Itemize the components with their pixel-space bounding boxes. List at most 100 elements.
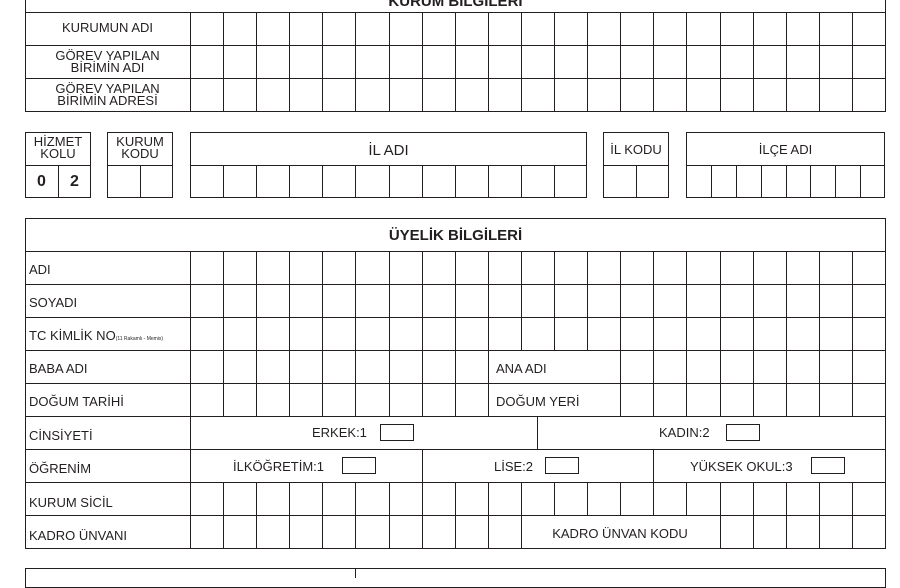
cell-divider bbox=[322, 515, 324, 549]
cell-divider bbox=[322, 350, 324, 383]
cell-divider bbox=[223, 165, 225, 198]
cell-divider bbox=[554, 482, 556, 515]
lise-label: LİSE:2 bbox=[494, 459, 534, 474]
cell-divider bbox=[785, 251, 787, 284]
cell-divider bbox=[520, 251, 522, 284]
cell-divider bbox=[785, 383, 787, 416]
cell-divider bbox=[256, 482, 258, 515]
cell-divider bbox=[454, 317, 456, 350]
divider bbox=[636, 165, 637, 198]
cell-divider bbox=[223, 12, 225, 111]
kadin-label: KADIN:2 bbox=[659, 425, 710, 440]
cell-divider bbox=[653, 251, 655, 284]
cell-divider bbox=[752, 515, 754, 549]
cell-divider bbox=[487, 12, 489, 111]
cell-divider bbox=[653, 317, 655, 350]
cell-divider bbox=[851, 482, 853, 515]
cell-divider bbox=[487, 482, 489, 515]
cell-divider bbox=[620, 284, 622, 317]
cell-divider bbox=[818, 12, 820, 111]
cell-divider bbox=[752, 12, 754, 111]
kurum-section bbox=[25, 0, 886, 112]
divider bbox=[355, 568, 356, 578]
cell-divider bbox=[752, 284, 754, 317]
cell-divider bbox=[256, 350, 258, 383]
divider bbox=[140, 165, 141, 198]
tc-note: (11 Rakamlı - Memis) bbox=[115, 336, 164, 342]
cell-divider bbox=[454, 284, 456, 317]
tc-label-text: TC KİMLİK NO bbox=[29, 328, 116, 343]
cell-divider bbox=[223, 284, 225, 317]
cell-divider bbox=[719, 251, 721, 284]
cell-divider bbox=[223, 317, 225, 350]
cell-divider bbox=[388, 515, 390, 549]
tc-label: TC KİMLİK NO(11 Rakamlı - Memis) bbox=[29, 329, 163, 342]
cell-divider bbox=[520, 284, 522, 317]
cell-divider bbox=[818, 350, 820, 383]
cell-divider bbox=[421, 12, 423, 111]
il-kodu-label: İL KODU bbox=[610, 142, 662, 157]
cell-divider bbox=[719, 383, 721, 416]
cell-divider bbox=[322, 482, 324, 515]
cell-divider bbox=[322, 317, 324, 350]
cell-divider bbox=[355, 12, 357, 111]
cell-divider bbox=[653, 482, 655, 515]
birim-adresi-label: GÖREV YAPILAN BİRİMİN ADRESİ bbox=[55, 81, 160, 108]
ilkogretim-label: İLKÖĞRETİM:1 bbox=[233, 459, 325, 474]
cell-divider bbox=[851, 350, 853, 383]
cell-divider bbox=[620, 383, 622, 416]
cell-divider bbox=[388, 284, 390, 317]
cell-divider bbox=[620, 482, 622, 515]
lise-checkbox bbox=[545, 457, 579, 474]
cell-divider bbox=[454, 482, 456, 515]
cell-divider bbox=[719, 515, 721, 549]
cell-divider bbox=[256, 251, 258, 284]
cell-divider bbox=[719, 350, 721, 383]
cell-divider bbox=[735, 165, 737, 198]
cell-divider bbox=[289, 482, 291, 515]
cell-divider bbox=[653, 12, 655, 111]
cell-divider bbox=[421, 251, 423, 284]
cell-divider bbox=[421, 284, 423, 317]
cell-divider bbox=[487, 284, 489, 317]
cell-divider bbox=[289, 251, 291, 284]
cell-divider bbox=[355, 317, 357, 350]
erkek-checkbox bbox=[380, 424, 414, 441]
cell-divider bbox=[785, 12, 787, 111]
next-section bbox=[25, 568, 886, 588]
cell-divider bbox=[454, 350, 456, 383]
cell-divider bbox=[388, 383, 390, 416]
kadin-checkbox bbox=[726, 424, 760, 441]
cell-divider bbox=[752, 383, 754, 416]
cell-divider bbox=[520, 482, 522, 515]
il-adi-label: İL ADI bbox=[368, 142, 409, 159]
erkek-label: ERKEK:1 bbox=[312, 425, 367, 440]
cell-divider bbox=[554, 251, 556, 284]
cell-divider bbox=[487, 251, 489, 284]
cell-divider bbox=[587, 251, 589, 284]
cell-divider bbox=[752, 251, 754, 284]
ilce-adi-label: İLÇE ADI bbox=[758, 142, 813, 157]
cell-divider bbox=[487, 350, 489, 383]
cell-divider bbox=[289, 350, 291, 383]
cell-divider bbox=[421, 350, 423, 383]
cell-divider bbox=[653, 284, 655, 317]
cell-divider bbox=[322, 383, 324, 416]
cell-divider bbox=[322, 165, 324, 198]
cell-divider bbox=[421, 515, 423, 549]
cell-divider bbox=[388, 251, 390, 284]
cell-divider bbox=[289, 515, 291, 549]
cell-divider bbox=[686, 12, 688, 111]
cell-divider bbox=[818, 317, 820, 350]
cell-divider bbox=[487, 165, 489, 198]
cell-divider bbox=[256, 317, 258, 350]
birim-adi-label: GÖREV YAPILAN BİRİMİN ADI bbox=[55, 48, 160, 75]
cell-divider bbox=[256, 165, 258, 198]
cell-divider bbox=[587, 284, 589, 317]
cell-divider bbox=[818, 383, 820, 416]
yuksek-okul-label: YÜKSEK OKUL:3 bbox=[690, 459, 793, 474]
cell-divider bbox=[587, 317, 589, 350]
cell-divider bbox=[587, 482, 589, 515]
cell-divider bbox=[818, 284, 820, 317]
cell-divider bbox=[653, 449, 654, 482]
